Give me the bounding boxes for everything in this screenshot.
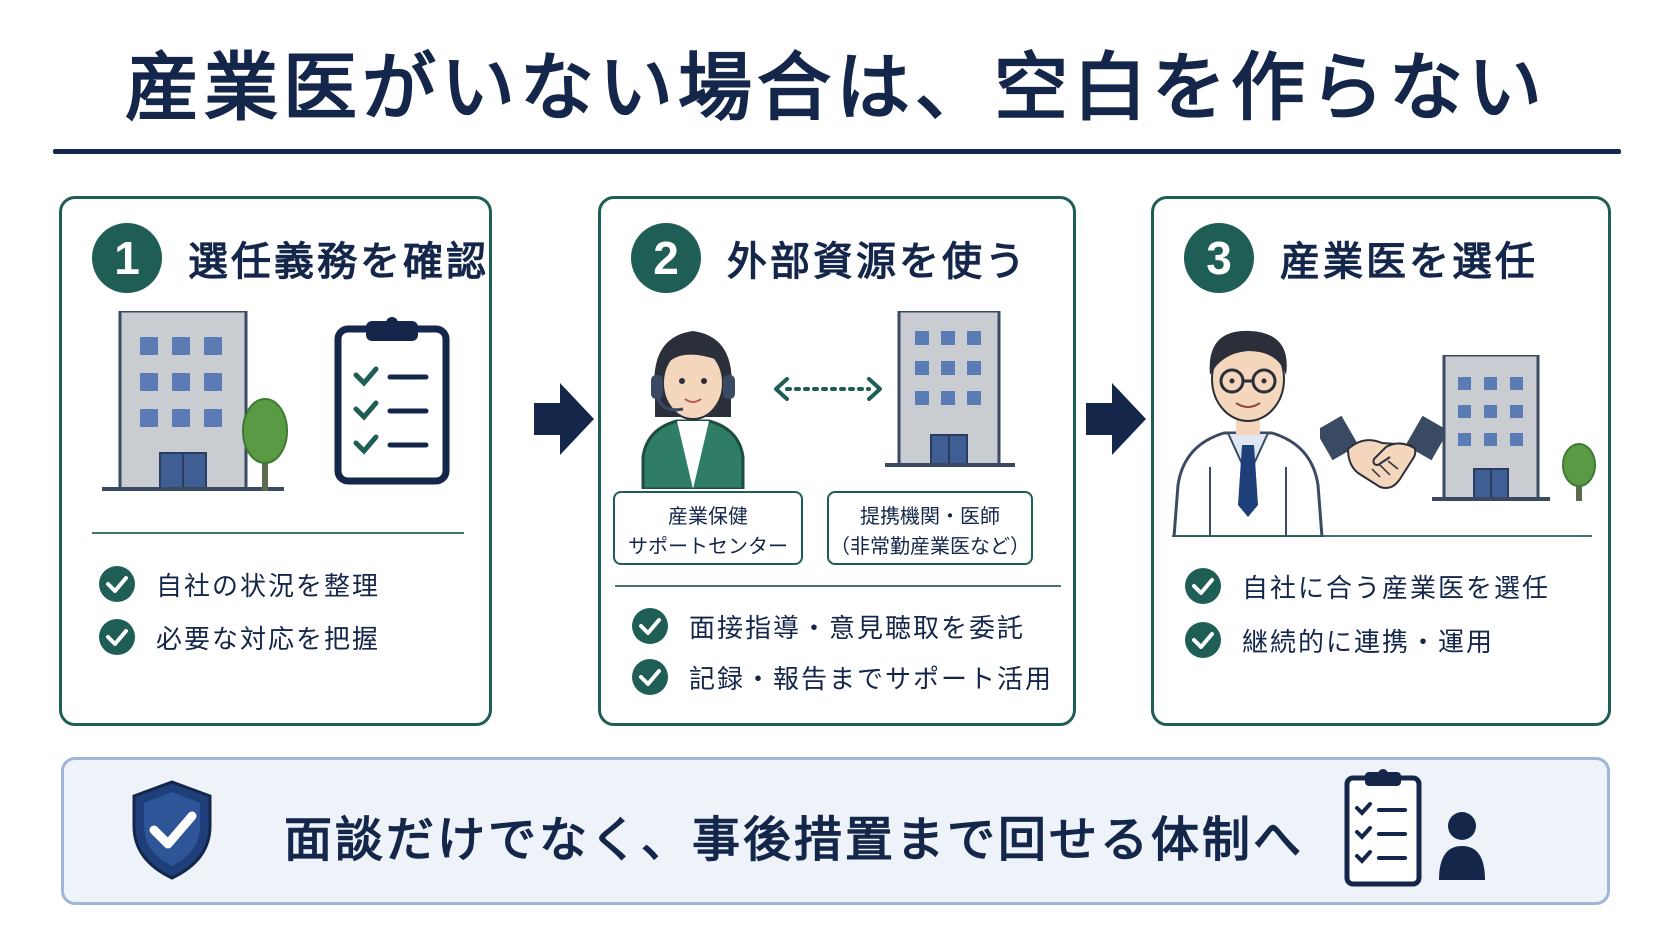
check-circle-icon [99, 619, 135, 655]
person-icon [1437, 810, 1487, 880]
step-card-3: 3 産業医を選任 [1151, 196, 1611, 726]
clipboard-checklist-icon [334, 315, 450, 485]
office-building-icon [883, 311, 1017, 471]
shield-check-icon [128, 778, 216, 882]
support-center-label: 産業保健 サポートセンター [613, 491, 803, 565]
step-title: 外部資源を使う [727, 239, 1028, 285]
check-item-text: 継続的に連携・運用 [1242, 627, 1495, 658]
page-title: 産業医がいない場合は、空白を作らない [125, 45, 1547, 131]
partner-institution-label: 提携機関・医師 （非常勤産業医など） [827, 491, 1033, 565]
step-title: 選任義務を確認 [188, 239, 489, 285]
check-item: 自社に合う産業医を選任 [1184, 567, 1550, 605]
step-header-3: 3 産業医を選任 [1184, 223, 1538, 293]
label-line: 産業保健 [668, 504, 748, 528]
step-card-2: 2 外部資源を使う [598, 196, 1076, 726]
step-card-1: 1 選任義務を確認 [59, 196, 492, 726]
step-title: 産業医を選任 [1280, 239, 1538, 285]
check-circle-icon [1185, 622, 1221, 658]
check-item: 面接指導・意見聴取を委託 [631, 607, 1025, 645]
check-circle-icon [632, 659, 668, 695]
support-operator-icon [625, 317, 761, 489]
check-item: 必要な対応を把握 [98, 618, 380, 656]
title-underline [53, 149, 1621, 154]
card-divider [92, 532, 464, 534]
label-line: サポートセンター [628, 534, 788, 558]
right-arrow-icon [534, 383, 594, 455]
step-header-2: 2 外部資源を使う [631, 223, 1028, 293]
bidirectional-arrow-icon [773, 377, 883, 401]
office-building-icon [98, 311, 288, 497]
check-item: 記録・報告までサポート活用 [631, 658, 1053, 696]
step-header-1: 1 選任義務を確認 [92, 223, 489, 293]
tree-icon [1560, 443, 1598, 501]
banner-text: 面談だけでなく、事後措置まで回せる体制へ [284, 812, 1305, 868]
check-item-text: 自社に合う産業医を選任 [1242, 573, 1551, 604]
check-item-text: 面接指導・意見聴取を委託 [689, 613, 1026, 644]
doctor-icon [1168, 317, 1328, 537]
handshake-icon [1320, 413, 1444, 497]
summary-banner: 面談だけでなく、事後措置まで回せる体制へ [61, 757, 1610, 905]
label-line: （非常勤産業医など） [830, 534, 1030, 558]
step-number-badge: 3 [1184, 223, 1254, 293]
check-circle-icon [632, 608, 668, 644]
check-item: 自社の状況を整理 [98, 565, 380, 603]
check-item-text: 自社の状況を整理 [156, 571, 381, 602]
card-divider [1172, 535, 1592, 537]
clipboard-checklist-icon [1343, 768, 1423, 888]
check-item-text: 必要な対応を把握 [156, 624, 381, 655]
label-line: 提携機関・医師 [860, 504, 1000, 528]
check-item-text: 記録・報告までサポート活用 [689, 664, 1054, 695]
step-number-badge: 2 [631, 223, 701, 293]
office-building-icon [1432, 355, 1550, 505]
check-circle-icon [1185, 568, 1221, 604]
right-arrow-icon [1086, 383, 1146, 455]
check-circle-icon [99, 566, 135, 602]
check-item: 継続的に連携・運用 [1184, 621, 1494, 659]
tree-icon [240, 397, 290, 491]
step-number-badge: 1 [92, 223, 162, 293]
card-divider [615, 585, 1061, 587]
